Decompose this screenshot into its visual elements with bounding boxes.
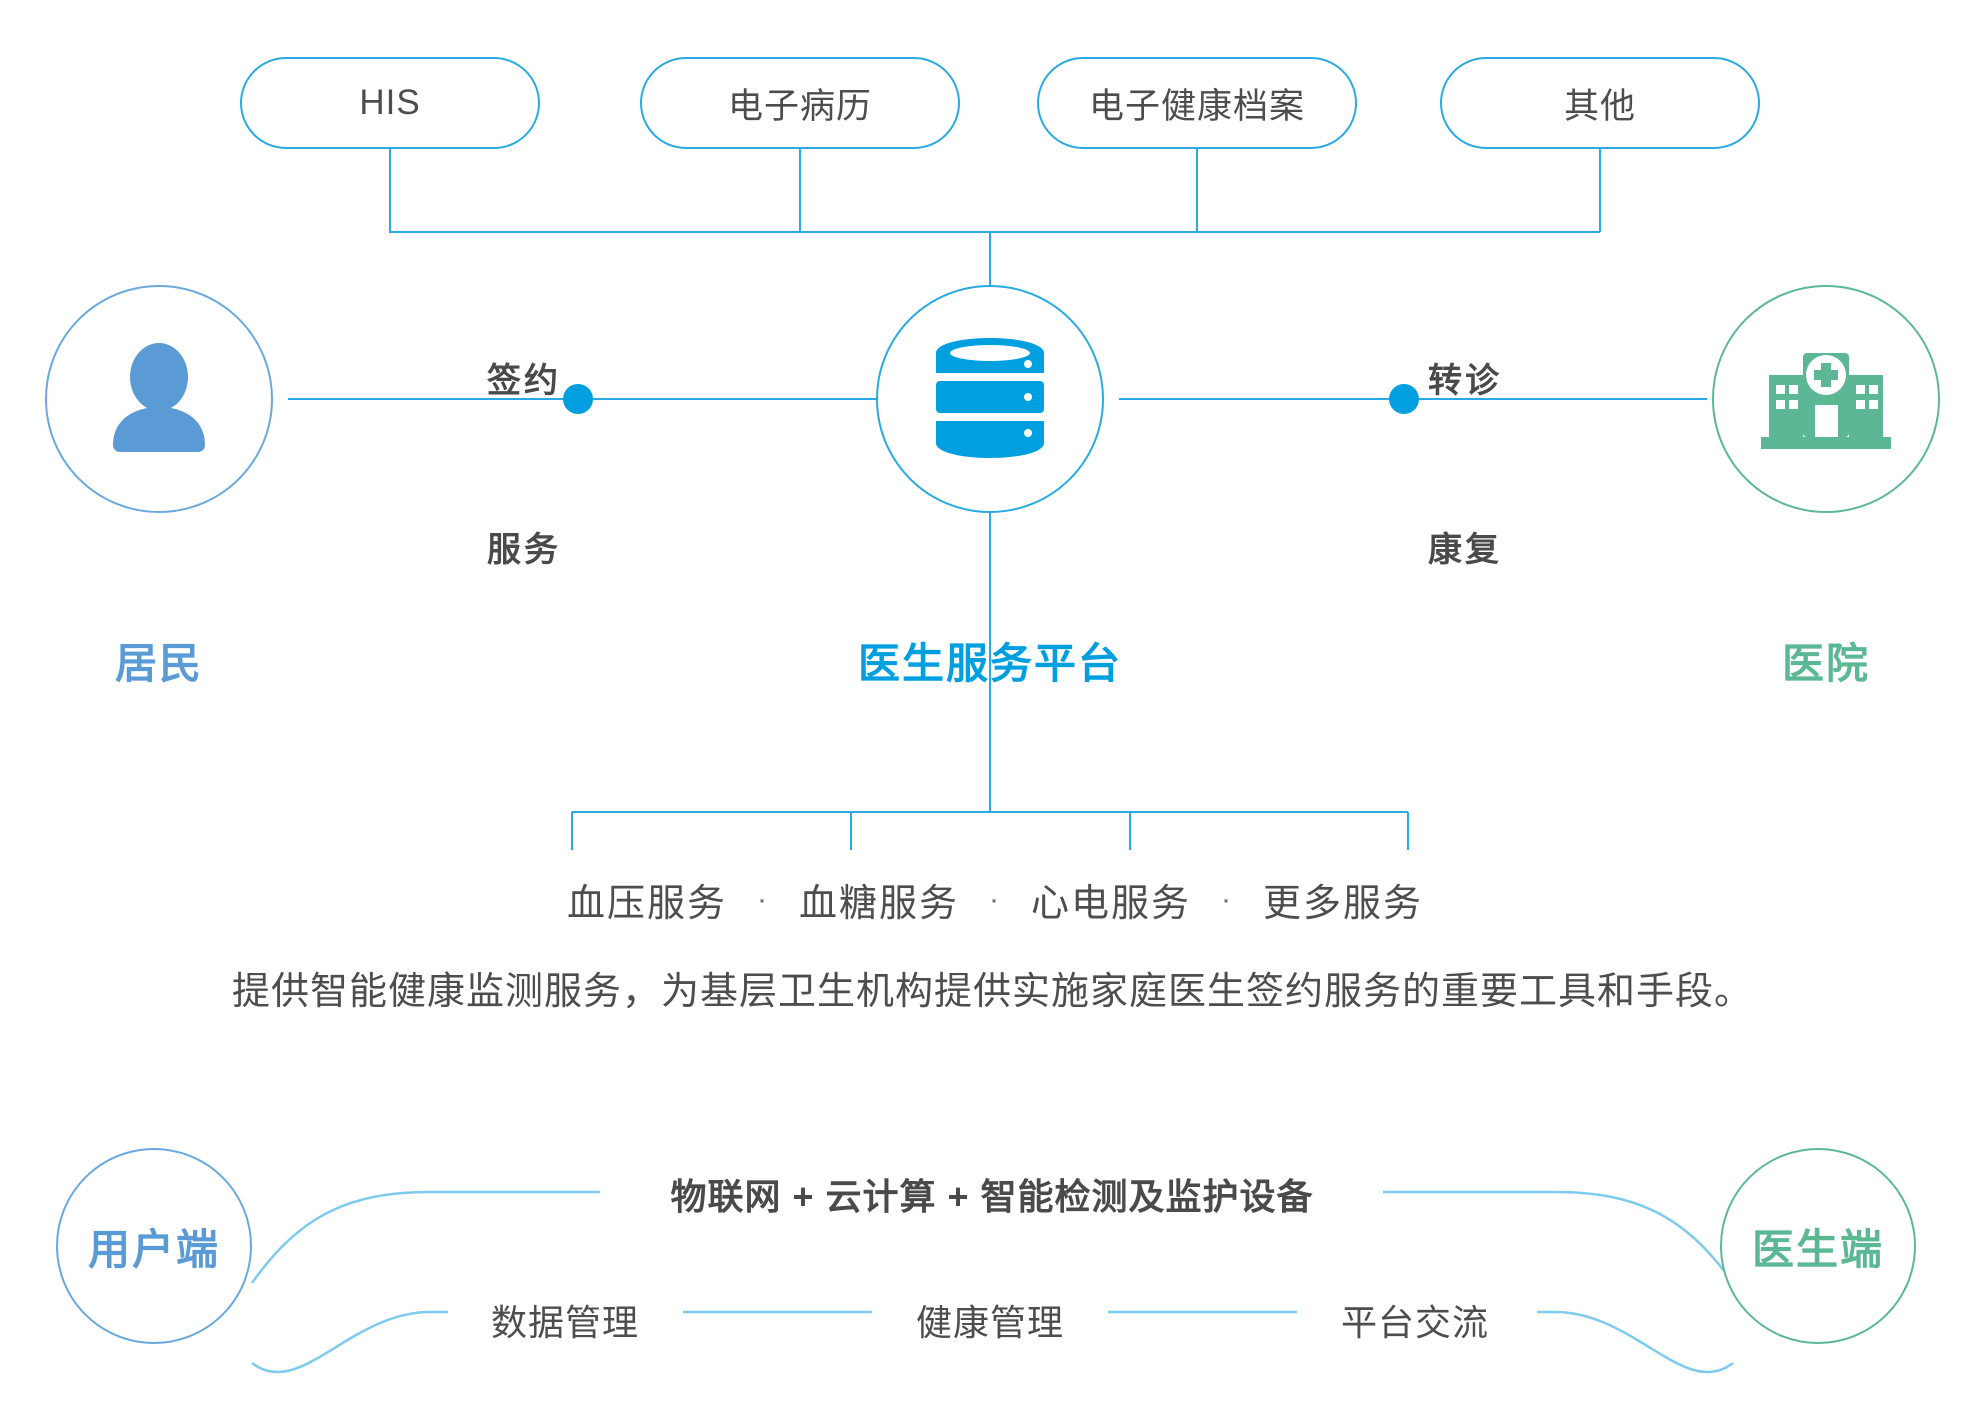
service-separator: · xyxy=(756,882,769,916)
source-pill-label: 其他 xyxy=(1563,86,1636,126)
service-separator: · xyxy=(989,882,1001,916)
source-pill-his[interactable]: HIS xyxy=(240,57,540,149)
client-node-user[interactable]: 用户端 xyxy=(56,1148,252,1344)
person-icon xyxy=(99,339,219,459)
relation-label-sign: 签约 xyxy=(487,362,561,400)
source-pill-other[interactable]: 其他 xyxy=(1440,57,1760,149)
service-list: 血压服务 · 血糖服务 · 心电服务 · 更多服务 xyxy=(440,872,1550,927)
node-resident-label: 居民 xyxy=(114,640,203,687)
client-node-doctor-label: 医生端 xyxy=(1751,1225,1884,1273)
hospital-icon xyxy=(1761,343,1891,455)
channel-label-platform-exchange: 平台交流 xyxy=(1340,1302,1489,1343)
database-icon xyxy=(932,337,1048,461)
channel-label-data-management: 数据管理 xyxy=(490,1302,639,1343)
service-separator: · xyxy=(1221,882,1234,916)
relation-label-service: 服务 xyxy=(487,531,561,569)
relation-label-referral: 转诊 xyxy=(1428,362,1502,400)
service-item-blood-glucose[interactable]: 血糖服务 xyxy=(798,883,959,925)
tech-stack-label: 物联网 + 云计算 + 智能检测及监护设备 xyxy=(670,1176,1314,1217)
relation-label-rehab: 康复 xyxy=(1428,531,1502,569)
source-pill-emr[interactable]: 电子病历 xyxy=(640,57,960,149)
source-pill-label: 电子病历 xyxy=(727,86,872,126)
description-text: 提供智能健康监测服务，为基层卫生机构提供实施家庭医生签约服务的重要工具和手段。 xyxy=(231,971,1753,1013)
node-platform-label: 医生服务平台 xyxy=(857,640,1122,687)
source-pill-label: 电子健康档案 xyxy=(1088,86,1305,126)
node-resident[interactable] xyxy=(45,285,273,513)
client-node-doctor[interactable]: 医生端 xyxy=(1720,1148,1916,1344)
source-pill-label: HIS xyxy=(359,83,421,122)
channel-label-health-management: 健康管理 xyxy=(915,1302,1064,1343)
service-item-ecg[interactable]: 心电服务 xyxy=(1031,883,1192,925)
source-pill-ehr[interactable]: 电子健康档案 xyxy=(1037,57,1357,149)
client-node-user-label: 用户端 xyxy=(87,1225,220,1273)
service-item-blood-pressure[interactable]: 血压服务 xyxy=(566,883,727,925)
service-item-more[interactable]: 更多服务 xyxy=(1263,883,1424,925)
node-hospital-label: 医院 xyxy=(1781,640,1870,687)
node-platform[interactable] xyxy=(876,285,1104,513)
node-hospital[interactable] xyxy=(1712,285,1940,513)
